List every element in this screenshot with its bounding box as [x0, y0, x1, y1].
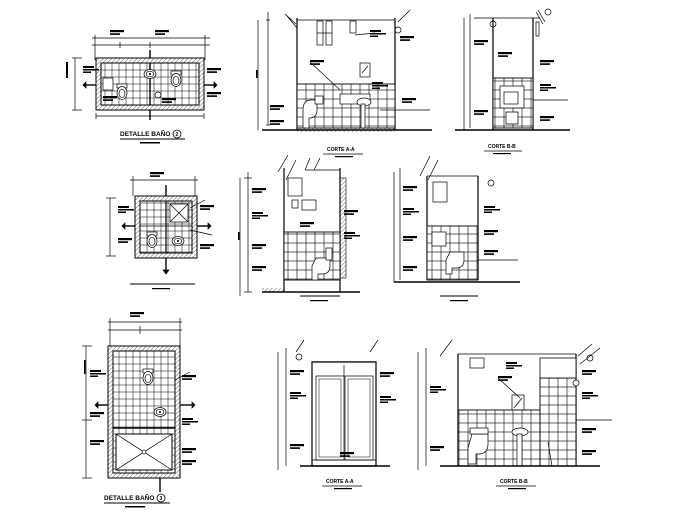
plan-3-title: DETALLE BAÑO	[104, 493, 154, 502]
section-middle-left	[238, 154, 361, 302]
section-bb-bottom: CORTE B-B	[417, 339, 612, 490]
section-aa-top: CORTE A-A	[256, 9, 432, 158]
section-bb-bottom-title: CORTE B-B	[500, 479, 528, 485]
section-aa-bottom: CORTE A-A	[277, 339, 397, 490]
bathroom-plan-middle	[106, 171, 215, 290]
plan-2-number: 2	[176, 132, 179, 138]
plan-2-title: DETALLE BAÑO	[120, 129, 170, 138]
section-bb-top-title: CORTE B-B	[488, 144, 516, 150]
plan-3-number: 3	[160, 496, 163, 502]
section-middle-right	[393, 155, 520, 302]
section-bb-top: CORTE B-B	[455, 8, 570, 155]
bathroom-plan-3: DETALLE BAÑO 3	[82, 311, 199, 508]
bathroom-plan-2: DETALLE BAÑO 2	[66, 29, 222, 144]
section-aa-bottom-title: CORTE A-A	[326, 479, 354, 485]
section-aa-top-title: CORTE A-A	[327, 147, 355, 153]
